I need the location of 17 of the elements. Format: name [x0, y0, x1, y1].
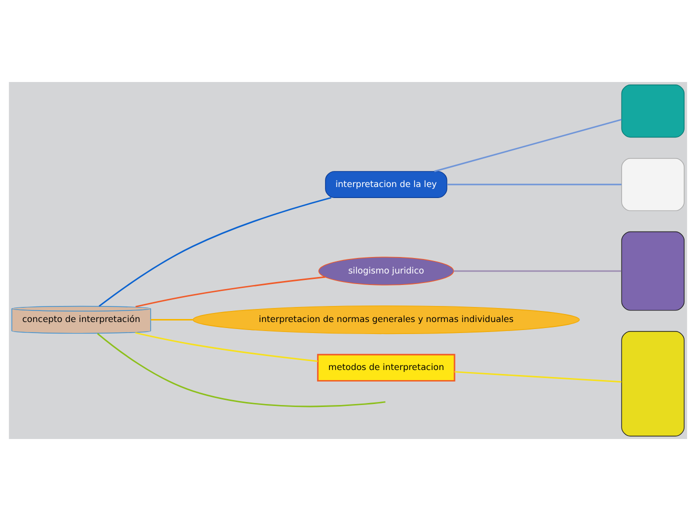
node-ellipse: silogismo juridico [318, 256, 454, 285]
node-ellipse: interpretacion de normas generales y normas individuales [192, 304, 580, 334]
node-box [621, 230, 685, 310]
connector [97, 332, 386, 407]
node-box: metodos de interpretacion [317, 353, 456, 382]
node-box [621, 84, 685, 138]
node-box [621, 157, 685, 211]
connector [447, 183, 622, 185]
connector [434, 118, 622, 172]
connector [135, 332, 318, 362]
node-box: interpretacion de la ley [325, 170, 448, 198]
connector [454, 370, 622, 382]
connector [98, 196, 332, 306]
connector [135, 276, 326, 307]
connector [150, 318, 193, 320]
connector [454, 270, 622, 272]
node-box [621, 330, 685, 436]
